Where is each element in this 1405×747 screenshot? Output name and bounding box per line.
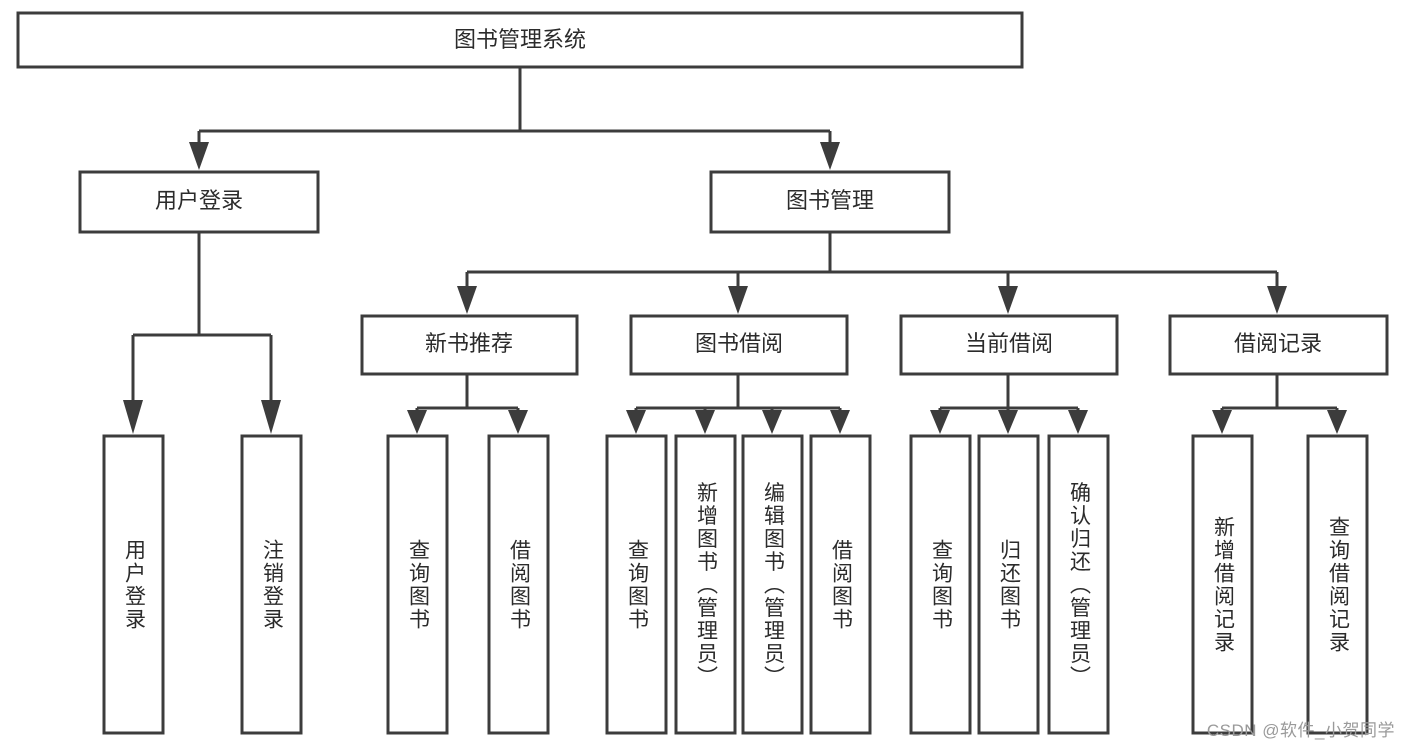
- node-leaf8[interactable]: 借阅图书: [809, 434, 872, 735]
- node-leaf6-box[interactable]: [674, 434, 737, 735]
- node-leaf1[interactable]: 用户登录: [102, 434, 165, 735]
- arrow-head-leaf7: [762, 410, 782, 434]
- node-borrow-label: 图书借阅: [695, 331, 783, 356]
- node-leaf3-label: 查询图书: [406, 539, 430, 631]
- node-leaf2[interactable]: 注销登录: [240, 434, 303, 735]
- node-leaf13[interactable]: 查询借阅记录: [1306, 434, 1369, 735]
- node-leaf12-box[interactable]: [1191, 434, 1254, 735]
- node-bookmgmt-box[interactable]: [709, 170, 951, 234]
- node-leaf6[interactable]: 新增图书（管理员）: [674, 434, 737, 735]
- node-root[interactable]: 图书管理系统: [16, 11, 1024, 69]
- node-leaf6-label: 新增图书（管理员）: [694, 482, 718, 689]
- node-leaf10-label: 归还图书: [997, 539, 1021, 631]
- node-leaf2-box[interactable]: [240, 434, 303, 735]
- arrow-head-leaf4: [508, 410, 528, 434]
- node-leaf10-box[interactable]: [977, 434, 1040, 735]
- arrow-head-leaf1: [123, 400, 143, 434]
- node-leaf1-box[interactable]: [102, 434, 165, 735]
- arrow-head-leaf11: [1068, 410, 1088, 434]
- node-leaf5-box[interactable]: [605, 434, 668, 735]
- node-current-box[interactable]: [899, 314, 1119, 376]
- node-newbook[interactable]: 新书推荐: [360, 314, 579, 376]
- node-leaf11[interactable]: 确认归还（管理员）: [1047, 434, 1110, 735]
- node-newbook-box[interactable]: [360, 314, 579, 376]
- arrow-head-borrow: [728, 286, 748, 314]
- node-borrow[interactable]: 图书借阅: [629, 314, 849, 376]
- node-leaf1-label: 用户登录: [122, 539, 146, 631]
- arrow-head-current: [998, 286, 1018, 314]
- node-login-box[interactable]: [78, 170, 320, 234]
- node-leaf13-label: 查询借阅记录: [1326, 516, 1350, 654]
- node-current[interactable]: 当前借阅: [899, 314, 1119, 376]
- node-leaf7[interactable]: 编辑图书（管理员）: [741, 434, 804, 735]
- node-leaf7-label: 编辑图书（管理员）: [761, 482, 785, 689]
- arrow-head-leaf8: [830, 410, 850, 434]
- arrow-head-bookmgmt: [820, 142, 840, 170]
- node-records-box[interactable]: [1168, 314, 1389, 376]
- node-leaf3-box[interactable]: [386, 434, 449, 735]
- node-newbook-label: 新书推荐: [425, 331, 513, 356]
- node-leaf9[interactable]: 查询图书: [909, 434, 972, 735]
- node-login-label: 用户登录: [155, 188, 243, 213]
- arrow-head-leaf5: [626, 410, 646, 434]
- arrow-head-leaf3: [407, 410, 427, 434]
- node-records[interactable]: 借阅记录: [1168, 314, 1389, 376]
- node-leaf7-box[interactable]: [741, 434, 804, 735]
- arrow-head-leaf6: [695, 410, 715, 434]
- node-leaf4[interactable]: 借阅图书: [487, 434, 550, 735]
- arrow-head-leaf10: [998, 410, 1018, 434]
- node-leaf9-box[interactable]: [909, 434, 972, 735]
- node-leaf3[interactable]: 查询图书: [386, 434, 449, 735]
- arrow-head-login: [189, 142, 209, 170]
- node-leaf11-box[interactable]: [1047, 434, 1110, 735]
- node-leaf5-label: 查询图书: [625, 539, 649, 631]
- node-leaf12[interactable]: 新增借阅记录: [1191, 434, 1254, 735]
- node-leaf10[interactable]: 归还图书: [977, 434, 1040, 735]
- node-bookmgmt[interactable]: 图书管理: [709, 170, 951, 234]
- node-leaf2-label: 注销登录: [260, 539, 284, 631]
- connector-layer: [123, 67, 1347, 434]
- node-current-label: 当前借阅: [965, 331, 1053, 356]
- node-bookmgmt-label: 图书管理: [786, 188, 874, 213]
- arrow-head-leaf13: [1327, 410, 1347, 434]
- node-leaf11-label: 确认归还（管理员）: [1067, 482, 1091, 689]
- node-login[interactable]: 用户登录: [78, 170, 320, 234]
- node-root-box[interactable]: [16, 11, 1024, 69]
- arrow-head-leaf12: [1212, 410, 1232, 434]
- node-borrow-box[interactable]: [629, 314, 849, 376]
- arrow-head-leaf2: [261, 400, 281, 434]
- node-leaf4-box[interactable]: [487, 434, 550, 735]
- node-leaf4-label: 借阅图书: [507, 539, 531, 631]
- node-records-label: 借阅记录: [1234, 331, 1322, 356]
- arrow-head-newbook: [457, 286, 477, 314]
- node-leaf12-label: 新增借阅记录: [1211, 516, 1235, 654]
- node-leaf8-box[interactable]: [809, 434, 872, 735]
- node-leaf8-label: 借阅图书: [829, 539, 853, 631]
- node-root-label: 图书管理系统: [454, 27, 586, 52]
- node-leaf13-box[interactable]: [1306, 434, 1369, 735]
- node-leaf5[interactable]: 查询图书: [605, 434, 668, 735]
- arrow-head-leaf9: [930, 410, 950, 434]
- node-leaf9-label: 查询图书: [929, 539, 953, 631]
- arrow-head-records: [1267, 286, 1287, 314]
